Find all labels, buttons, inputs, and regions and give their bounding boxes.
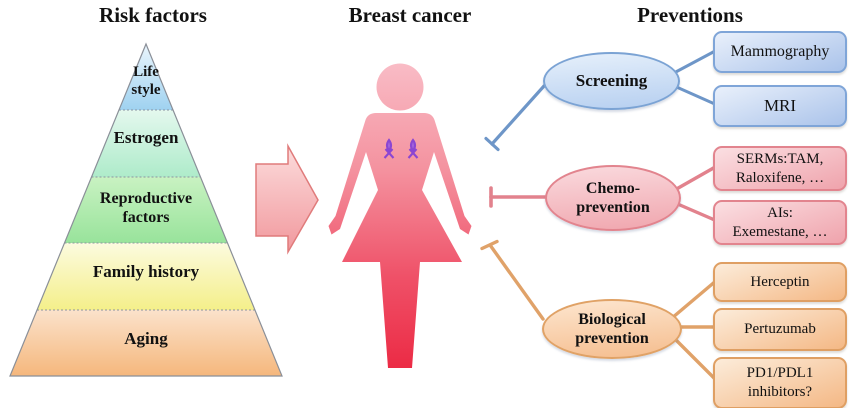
pyramid-label-lifestyle: Life style <box>131 64 161 98</box>
pd1-pdl1-inhibitors-box: PD1/PDL1 inhibitors? <box>713 357 847 408</box>
connector-biological <box>670 278 719 383</box>
pyramid-label-estrogen: Estrogen <box>113 128 179 147</box>
pyramid-layer-dividers <box>37 109 255 311</box>
chemo-prevention-ellipse: Chemo- prevention <box>545 165 681 231</box>
preventions-title: Preventions <box>637 3 743 27</box>
pyramid-layer-estrogen <box>91 110 201 177</box>
inhibition-line-screening <box>484 84 546 152</box>
figure-body <box>328 113 472 368</box>
right-arrow <box>255 143 319 255</box>
risk-factors-title: Risk factors <box>99 3 207 27</box>
biological-prevention-ellipse: Biological prevention <box>542 299 682 359</box>
pertuzumab-box: Pertuzumab <box>713 308 847 351</box>
mri-box: MRI <box>713 85 847 127</box>
pyramid-layer-lifestyle <box>119 44 173 110</box>
pyramid-layer-reproductive <box>64 177 228 243</box>
mammography-box: Mammography <box>713 31 847 73</box>
pyramid-label-family-history: Family history <box>92 262 200 281</box>
inhibition-line-biological <box>480 239 545 321</box>
ais-box: AIs: Exemestane, … <box>713 200 847 245</box>
pyramid-label-reproductive: Reproductive factors <box>99 190 193 226</box>
screening-ellipse: Screening <box>543 52 680 110</box>
connector-chemo <box>672 164 718 223</box>
pyramid-layer-family-history <box>37 243 255 310</box>
pyramid-label-aging: Aging <box>124 329 168 348</box>
awareness-ribbon-icon <box>383 138 395 159</box>
awareness-ribbon-icon <box>407 138 419 159</box>
inhibition-line-chemo <box>489 186 547 208</box>
connector-screening <box>671 48 718 107</box>
figure-head <box>376 63 424 111</box>
pyramid-outline <box>9 42 283 377</box>
pyramid-layer-aging <box>10 310 282 376</box>
serms-box: SERMs:TAM, Raloxifene, … <box>713 146 847 191</box>
breast-cancer-title: Breast cancer <box>348 3 472 27</box>
herceptin-box: Herceptin <box>713 262 847 302</box>
